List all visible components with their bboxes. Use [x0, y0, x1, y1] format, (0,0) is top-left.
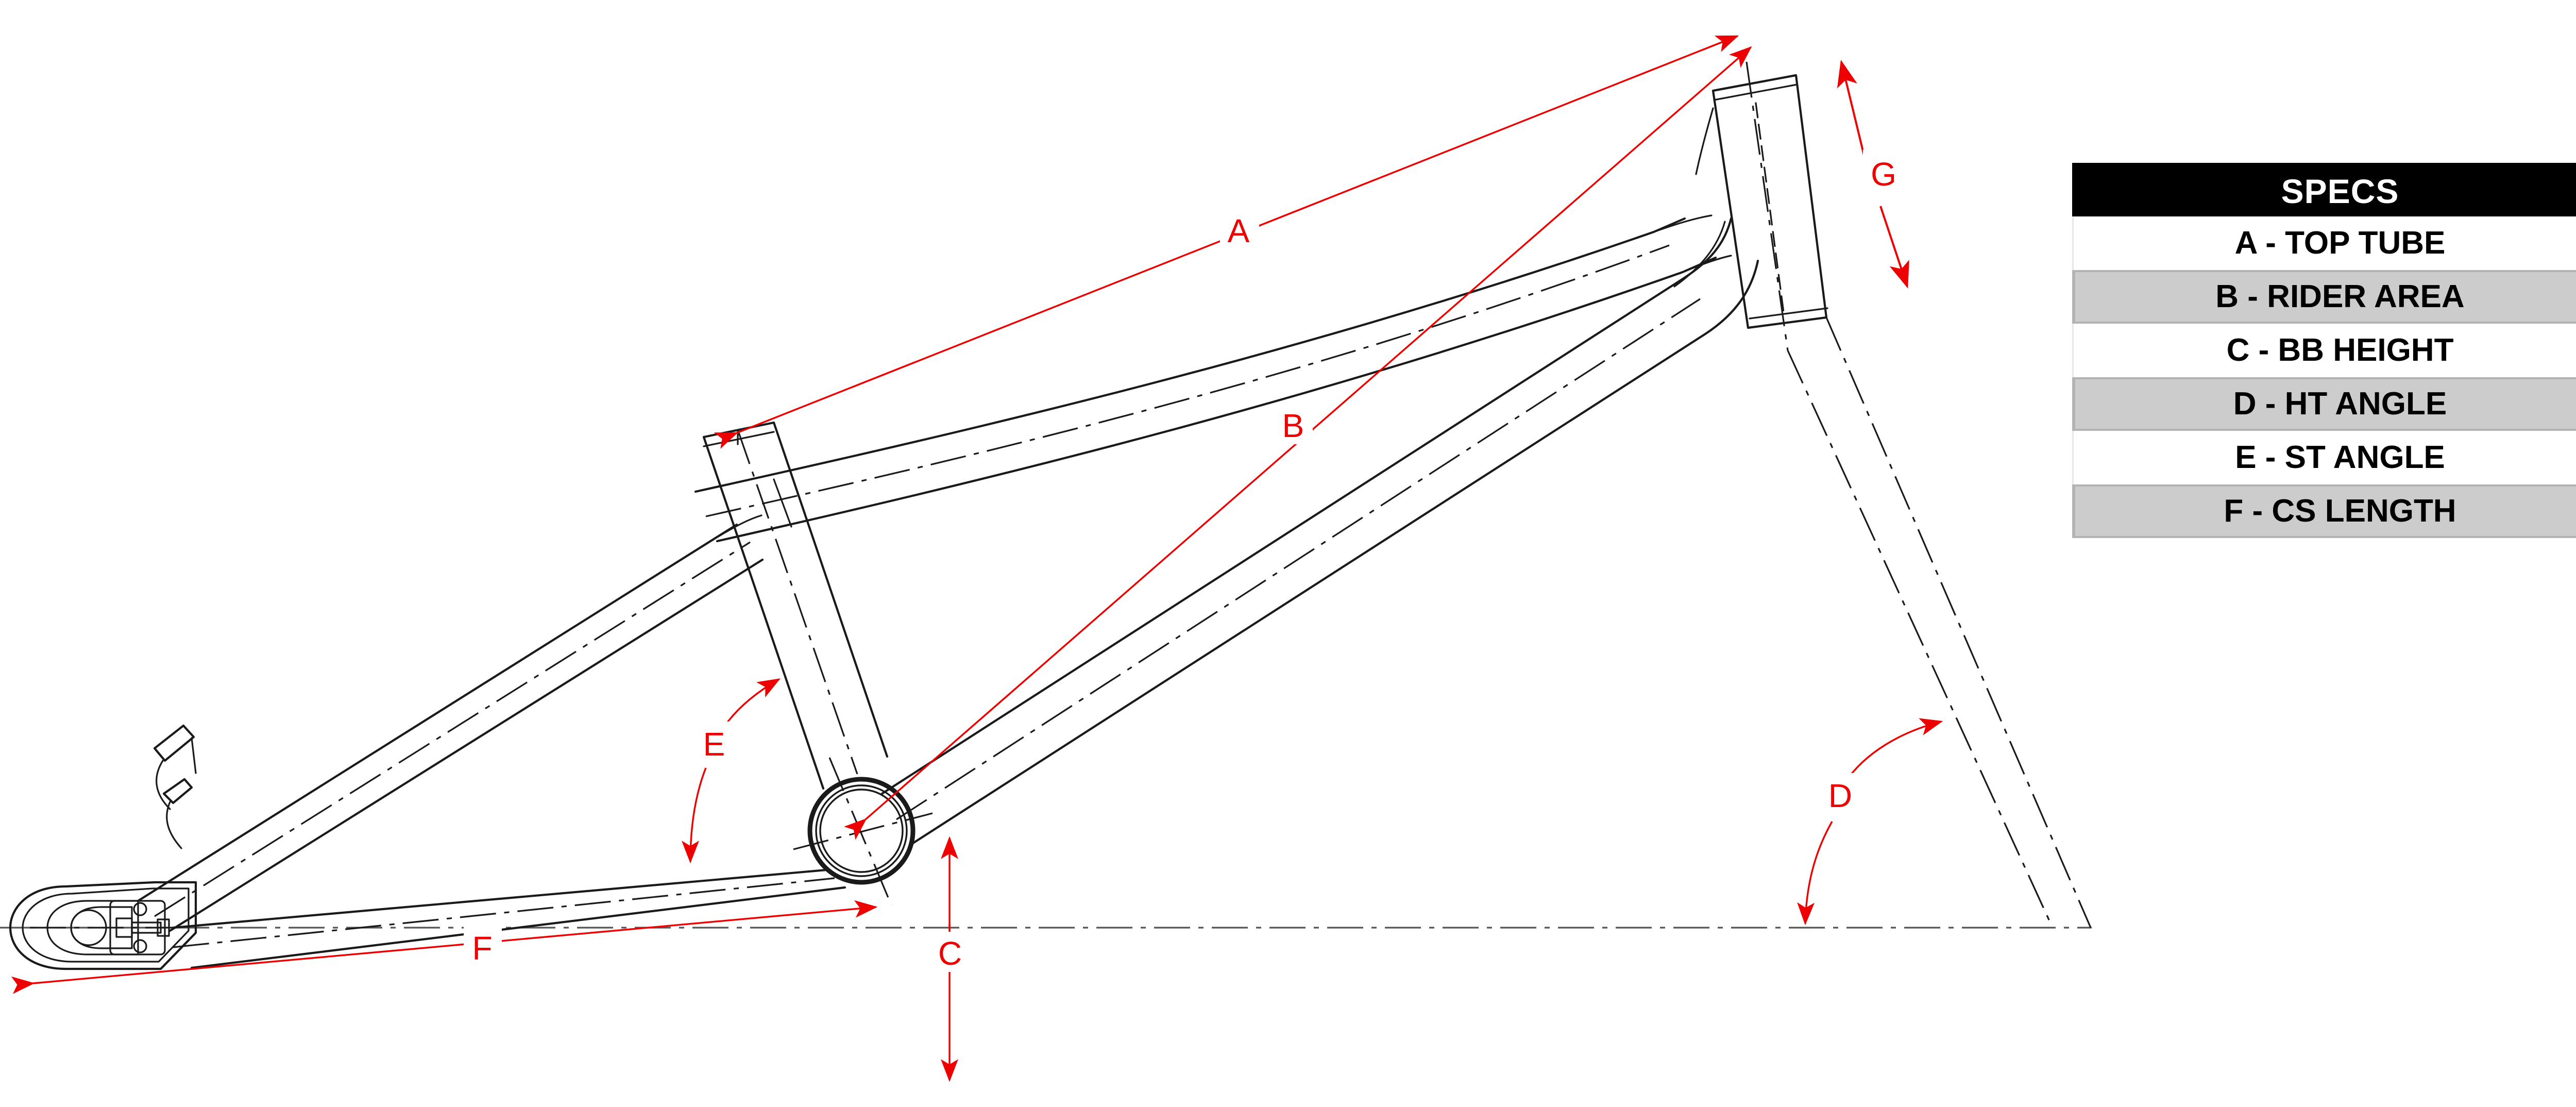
dimension-b-rider-area: B	[844, 46, 1752, 840]
brake-mount-tabs	[153, 724, 197, 849]
rear-dropout-assembly	[9, 881, 197, 970]
down-tube	[880, 217, 1759, 847]
svg-text:A: A	[1228, 212, 1250, 249]
specs-row-c: C - BB HEIGHT	[2072, 324, 2576, 377]
specs-row-b: B - RIDER AREA	[2072, 270, 2576, 324]
top-tube	[694, 214, 1732, 543]
dimension-label-g: G	[1871, 156, 1896, 193]
seat-stay	[137, 514, 764, 932]
specs-table: SPECS A - TOP TUBE B - RIDER AREA C - BB…	[2072, 163, 2576, 538]
head-tube-axis-extension	[1787, 317, 2092, 928]
dimension-label-b: B	[1282, 407, 1304, 444]
specs-row-f: F - CS LENGTH	[2072, 484, 2576, 538]
dimension-c-bb-height: C	[930, 836, 970, 1082]
dimension-g-head-tube: G	[1837, 60, 1909, 289]
dimension-label-c: C	[938, 935, 962, 972]
dimension-label-d: D	[1828, 777, 1852, 814]
dimension-label-f: F	[472, 930, 492, 967]
dimension-e-st-angle: E	[682, 678, 781, 864]
dimension-label-e: E	[703, 726, 725, 763]
specs-row-e: E - ST ANGLE	[2072, 431, 2576, 484]
specs-row-a: A - TOP TUBE	[2072, 216, 2576, 270]
dimension-d-ht-angle: D	[1797, 718, 1943, 926]
dimension-f-cs-length: F	[11, 900, 878, 994]
specs-table-header: SPECS	[2072, 163, 2576, 216]
specs-row-d: D - HT ANGLE	[2072, 377, 2576, 431]
dimension-a-top-tube: A A	[714, 35, 1739, 449]
head-tube	[1695, 61, 1828, 351]
